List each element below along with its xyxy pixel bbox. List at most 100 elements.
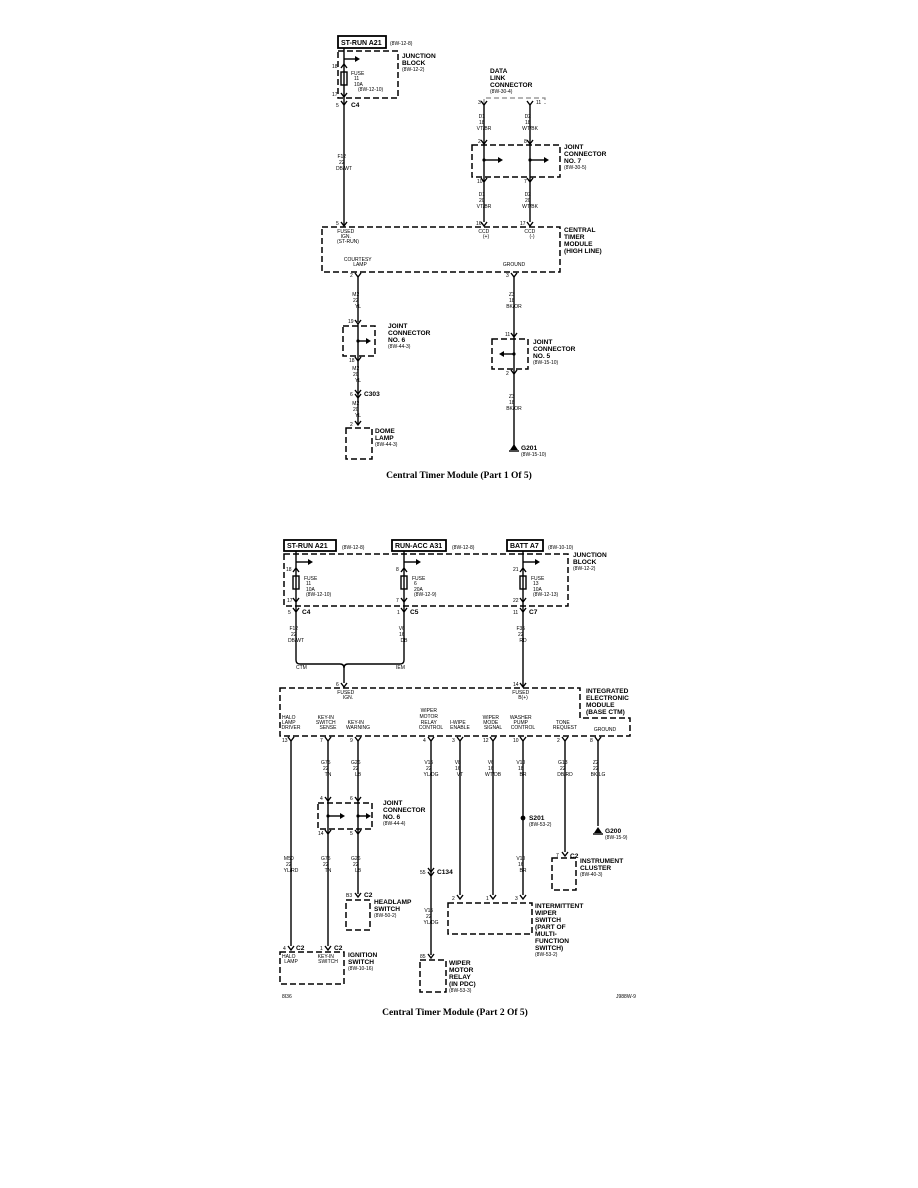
data-link-connector-outline xyxy=(483,97,546,104)
ctm-courtesy-lamp-label: COURTESY LAMP xyxy=(344,248,376,268)
wire-f35-label: F35 22 RD xyxy=(516,617,529,644)
ctm-title: CENTRAL TIMER MODULE (HIGH LINE) xyxy=(564,219,602,255)
joint-connector-5-label: JOINT CONNECTOR NO. 5 (8W-15-10) xyxy=(533,331,580,366)
joint-connector-7-label: JOINT CONNECTOR NO. 7 (8W-30-5) xyxy=(564,136,611,171)
wire-m50-label: M50 22 YL/RD xyxy=(284,847,299,874)
wire-v15-lower-label: V15 22 YL/DG xyxy=(423,899,438,926)
svg-text:8: 8 xyxy=(524,139,527,145)
fuse-13-column: 21 22 FUSE 13 10A (8W-12-13) 11 C7 xyxy=(513,551,559,616)
svg-text:21: 21 xyxy=(513,567,519,573)
fuse-13-icon xyxy=(519,575,527,590)
joint-connector-5-outline xyxy=(491,338,529,370)
svg-text:8: 8 xyxy=(396,567,399,573)
wire-m2-middle-label: M2 20 YL xyxy=(352,357,363,384)
st-run-source-label-2: ST-RUN A21 xyxy=(287,543,328,550)
svg-text:11: 11 xyxy=(536,100,541,106)
iem-fused-ign-label: FUSED IGN. xyxy=(337,681,358,701)
svg-text:10: 10 xyxy=(477,179,483,185)
svg-text:3: 3 xyxy=(515,896,518,902)
fuse-11-label: FUSE 11 10A (8W-12-10) xyxy=(351,62,384,93)
ctm-fused-ign-label: FUSED IGN. (ST-RUN) xyxy=(337,220,359,245)
diagram-part-1: ST-RUN A21 (8W-12-8) JUNCTION BLOCK (8W-… xyxy=(321,35,611,481)
wire-v8-label: V8 16 VT xyxy=(455,751,466,778)
iem-col-tone-request: TONE REQUEST xyxy=(553,711,577,731)
c4-connector-label-2: C4 xyxy=(302,609,311,616)
svg-text:18: 18 xyxy=(332,64,338,70)
ignition-key-in-switch-label: KEY-IN SWITCH xyxy=(318,945,339,965)
run-acc-source-box xyxy=(391,539,447,552)
ground-g200-label: G200 (8W-15-9) xyxy=(605,820,628,841)
svg-text:19: 19 xyxy=(348,319,354,325)
svg-text:17: 17 xyxy=(520,221,526,227)
st-run-source-ref: (8W-12-8) xyxy=(390,41,413,47)
iem-col-i-wipe-enable: I-WIPE ENABLE xyxy=(450,711,471,731)
junction-block-outline xyxy=(337,50,399,99)
svg-text:2: 2 xyxy=(478,139,481,145)
iem-col-ground: GROUND xyxy=(594,727,617,733)
c7-connector-label: C7 xyxy=(529,609,538,616)
svg-text:5: 5 xyxy=(336,103,339,109)
fuse-6-icon xyxy=(400,575,408,590)
svg-text:5: 5 xyxy=(336,221,339,227)
data-link-connector-label: DATA LINK CONNECTOR (8W-30-4) xyxy=(490,60,537,95)
wire-d2-upper-label: D2 18 WT/BK xyxy=(522,105,538,132)
svg-text:(8W-12-8): (8W-12-8) xyxy=(452,545,475,551)
svg-text:10: 10 xyxy=(513,738,519,744)
svg-text:17: 17 xyxy=(332,92,338,98)
ctm-branch-wire xyxy=(295,659,345,683)
fuse-11-column: 18 17 FUSE 11 10A (8W-12-10) 5 C4 xyxy=(286,551,332,616)
splice-s201-label: S201 (8W-53-2) xyxy=(529,807,552,828)
svg-text:(8W-12-8): (8W-12-8) xyxy=(342,545,365,551)
intermittent-wiper-switch-label: INTERMITTENT WIPER SWITCH (PART OF MULTI… xyxy=(535,895,588,958)
ground-g201-label: G201 (8W-15-10) xyxy=(521,437,547,458)
svg-text:13: 13 xyxy=(282,738,288,744)
integrated-electronic-module-outline xyxy=(279,687,631,737)
intermittent-wiper-switch-outline xyxy=(447,902,533,935)
svg-text:2: 2 xyxy=(557,738,560,744)
svg-text:6: 6 xyxy=(350,392,353,398)
svg-text:55: 55 xyxy=(420,870,426,876)
svg-text:4: 4 xyxy=(423,738,426,744)
run-acc-source-label: RUN-ACC A31 xyxy=(395,543,442,550)
footer-page-code: 8I36 xyxy=(282,994,292,1000)
wire-g13-label: G13 22 DB/RD xyxy=(557,751,573,778)
joint-connector-6-label-2: JOINT CONNECTOR NO. 6 (8W-44-4) xyxy=(383,792,430,827)
wire-m2-upper-label: M2 22 YL xyxy=(352,283,363,310)
instrument-cluster-label: INSTRUMENT CLUSTER (8W-40-3) xyxy=(580,850,628,878)
svg-text:18: 18 xyxy=(349,358,355,364)
svg-text:7: 7 xyxy=(396,598,399,604)
fuse-11-label-2: FUSE 11 10A (8W-12-10) xyxy=(304,567,332,598)
c303-connector-label: C303 xyxy=(364,391,380,398)
svg-text:17: 17 xyxy=(287,598,293,604)
iem-split-label: IEM xyxy=(396,665,405,671)
svg-text:3: 3 xyxy=(478,100,481,106)
ctm-split-label: CTM xyxy=(296,665,307,671)
svg-text:4: 4 xyxy=(283,946,286,952)
svg-text:11: 11 xyxy=(513,610,518,616)
c134-connector-label: C134 xyxy=(437,869,453,876)
wire-g75-lower-label: G75 22 TN xyxy=(321,847,335,874)
c4-connector-label: C4 xyxy=(351,102,360,109)
central-timer-module-outline xyxy=(321,226,561,273)
svg-text:4: 4 xyxy=(320,796,323,802)
svg-text:12: 12 xyxy=(483,738,489,744)
wiper-motor-relay-outline xyxy=(419,959,447,993)
st-run-source-box xyxy=(337,35,387,49)
svg-text:1: 1 xyxy=(320,946,323,952)
svg-text:(8W-10-10): (8W-10-10) xyxy=(548,545,574,551)
svg-text:7: 7 xyxy=(556,853,559,859)
svg-text:1: 1 xyxy=(486,896,489,902)
wire-m2-lower-label: M2 20 YL xyxy=(352,392,363,419)
dome-lamp-outline xyxy=(345,427,373,460)
svg-text:3: 3 xyxy=(506,273,509,279)
wire-d1-lower-label: D1 20 VT/BR xyxy=(477,183,492,210)
svg-text:6: 6 xyxy=(336,682,339,688)
wire-g75-upper-label: G75 22 TN xyxy=(321,751,335,778)
wire-z2-label: Z2 22 BK/LG xyxy=(591,751,606,778)
c2-cluster-connector-label: C2 xyxy=(570,853,579,860)
batt-source-label: BATT A7 xyxy=(510,543,539,550)
fuse-13-label: FUSE 13 10A (8W-12-13) xyxy=(531,567,559,598)
svg-text:9: 9 xyxy=(350,738,353,744)
junction-block-outline-2 xyxy=(283,553,569,607)
wire-v6-upper-label: V6 16 DB xyxy=(399,617,410,644)
